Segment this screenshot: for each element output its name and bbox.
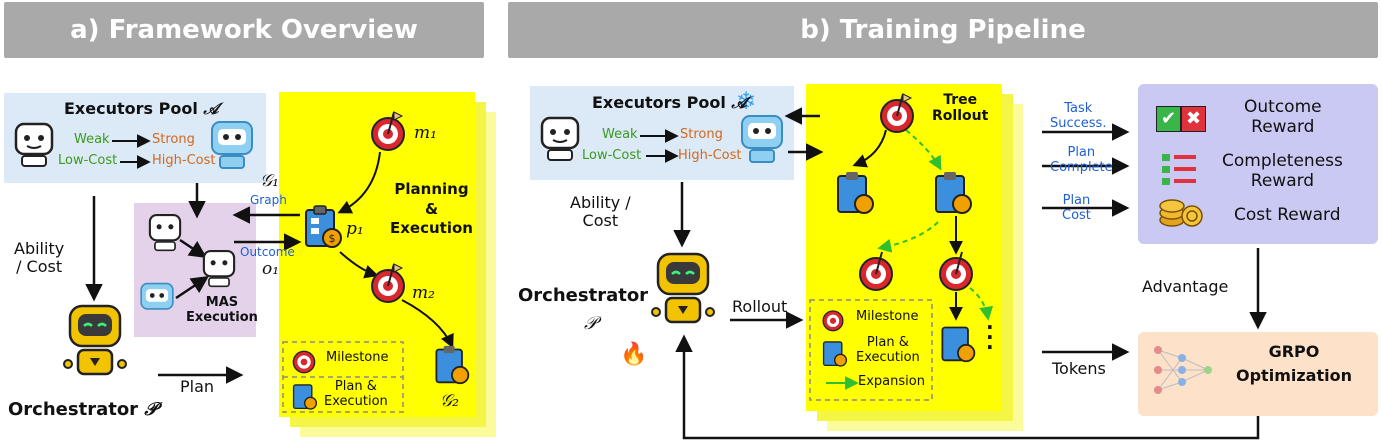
plan-label: Plan — [180, 377, 215, 396]
grpo-box — [1138, 332, 1378, 416]
high-cost-label-left: High-Cost — [152, 153, 216, 168]
node-g2-label: 𝒢₂ — [440, 391, 459, 411]
tree-plan-a-icon — [837, 172, 874, 214]
low-cost-label-left: Low-Cost — [58, 153, 118, 168]
training-pipeline-header: b) Training Pipeline — [508, 2, 1378, 58]
neural-network-icon — [1154, 346, 1212, 394]
legend-plan-icon-right — [822, 341, 848, 367]
fire-icon: 🔥 — [620, 342, 648, 367]
right-legend-box — [809, 299, 933, 401]
advantage-label: Advantage — [1142, 277, 1229, 296]
coins-icon — [1159, 199, 1203, 227]
legend-plan-label-right: Plan &Execution — [856, 335, 920, 365]
mas-robot-1-icon — [148, 213, 182, 252]
mas-robot-2-icon — [202, 249, 236, 288]
graph-label: Graph — [250, 193, 287, 207]
cost-reward-label: Cost Reward — [1234, 205, 1341, 225]
tree-plan-b-icon — [935, 172, 972, 214]
legend-plan-icon-left — [292, 384, 318, 410]
legend-milestone-icon-left — [292, 350, 316, 374]
node-m1-label: m₁ — [414, 123, 437, 143]
node-m2-label: m₂ — [412, 283, 435, 303]
checklist-icon — [1162, 154, 1196, 185]
strong-robot-icon-right — [741, 115, 783, 163]
svg-text:$: $ — [329, 232, 336, 245]
framework-overview-header: a) Framework Overview — [4, 2, 484, 58]
tree-milestone-d-icon — [939, 251, 973, 291]
tree-milestone-c-icon — [859, 251, 893, 291]
legend-milestone-label-right: Milestone — [856, 309, 919, 324]
executors-pool-title-right: Executors Pool 𝒜 — [592, 93, 747, 112]
planning-execution-label: Planning&Execution — [390, 180, 473, 237]
low-cost-label-right: Low-Cost — [582, 148, 642, 163]
legend-plan-label-left: Plan &Execution — [324, 379, 388, 409]
rollout-label: Rollout — [732, 297, 788, 316]
orchestrator-label-right: Orchestrator — [518, 285, 649, 306]
weak-label-left: Weak — [74, 132, 110, 147]
weak-robot-icon-right — [540, 116, 580, 161]
weak-label-right: Weak — [602, 127, 638, 142]
executors-pool-title-left: Executors Pool 𝒜 — [64, 99, 219, 118]
tree-ellipsis-icon: ··· — [986, 315, 994, 359]
legend-milestone-label-left: Milestone — [326, 350, 389, 365]
legend-expansion-label: Expansion — [858, 374, 925, 389]
tokens-label: Tokens — [1052, 359, 1106, 378]
strong-label-right: Strong — [680, 127, 723, 142]
legend-milestone-icon-right — [822, 310, 844, 332]
ability-cost-label-right: Ability /Cost — [570, 193, 631, 231]
node-p1-label: p₁ — [346, 219, 364, 239]
tree-root-milestone-icon — [880, 93, 914, 133]
tree-plan-e-icon — [941, 326, 976, 363]
orchestrator-symbol-right: 𝒫 — [584, 313, 597, 334]
high-cost-label-right: High-Cost — [678, 148, 742, 163]
ability-cost-label-left: Ability/ Cost — [14, 239, 65, 277]
mas-robot-3-icon — [140, 282, 174, 310]
strong-label-left: Strong — [152, 132, 195, 147]
milestone-m2-icon — [371, 263, 405, 303]
orchestrator-robot-icon-left — [63, 304, 127, 376]
weak-robot-icon — [14, 122, 54, 167]
outcome-symbol: o₁ — [262, 259, 280, 279]
plan-g2-icon — [435, 345, 470, 385]
milestone-m1-icon — [371, 111, 405, 151]
orchestrator-robot-icon-right — [651, 252, 715, 324]
orchestrator-label-left: Orchestrator 𝒫 — [8, 399, 158, 420]
snowflake-icon: ❄ — [736, 87, 757, 115]
check-cross-icon: ✔ ✖ — [1156, 106, 1206, 132]
outcome-label: Outcome — [240, 245, 295, 259]
graph-symbol: 𝒢₁ — [260, 171, 279, 191]
strong-robot-icon — [211, 121, 253, 169]
plan-p1-icon: $ — [305, 205, 342, 248]
